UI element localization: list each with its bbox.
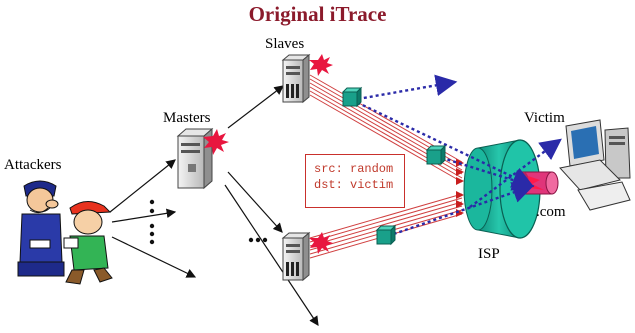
- router-icon: [425, 144, 447, 166]
- master-server-icon: [176, 127, 214, 190]
- slave-server-icon: [281, 53, 311, 104]
- traffic-arrowheads: [456, 159, 464, 217]
- explosion-icon: [309, 232, 333, 254]
- attacker-fanout-arrows: [109, 159, 197, 278]
- attackers-label: Attackers: [4, 157, 62, 173]
- slave-server-icon: [281, 231, 311, 282]
- attackers-cartoon-icon: [17, 180, 113, 285]
- isp-label: ISP: [478, 246, 500, 262]
- src-field: src: random: [314, 162, 394, 176]
- router-icon: [375, 224, 397, 246]
- victim-computer-icon: [559, 119, 631, 211]
- slaves-label: Slaves: [265, 36, 305, 52]
- masters-label: Masters: [163, 110, 211, 126]
- explosion-icon: [309, 54, 333, 76]
- explosion-icon: [203, 129, 229, 155]
- ellipsis-dots: [149, 199, 268, 245]
- victim-label: Victim: [524, 110, 565, 126]
- diagram-title: Original iTrace: [248, 2, 387, 26]
- com-label: .com: [536, 204, 566, 220]
- dst-field: dst: victim: [314, 178, 394, 192]
- itrace-messages: [351, 74, 562, 238]
- router-icon: [341, 86, 363, 108]
- packet-header-box: src: random dst: victim: [305, 154, 405, 208]
- attack-traffic-lower: [309, 193, 463, 259]
- master-fanout-arrows: [224, 85, 319, 326]
